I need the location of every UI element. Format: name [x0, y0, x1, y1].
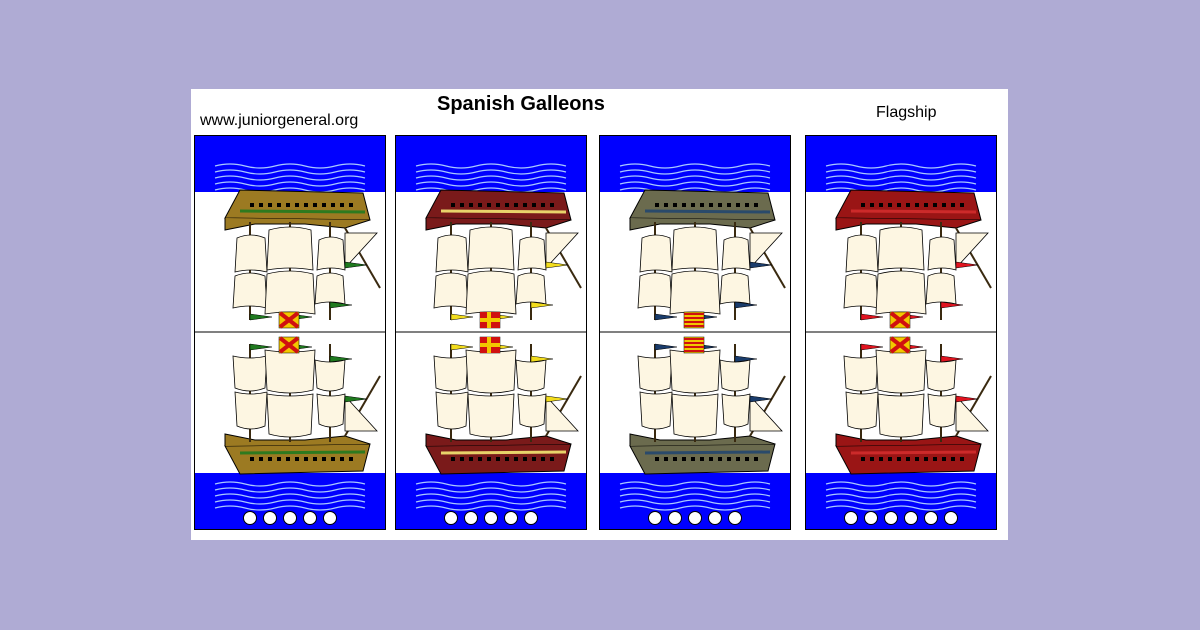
galleon-icon: [425, 343, 582, 475]
galleon-icon: [629, 343, 786, 475]
strength-marker: [688, 511, 702, 525]
strength-marker: [924, 511, 938, 525]
strength-markers: [396, 511, 586, 525]
counter-graphic: [195, 136, 385, 529]
website-label: www.juniorgeneral.org: [200, 112, 359, 129]
galleon-card-2[interactable]: [395, 135, 587, 530]
strength-marker: [323, 511, 337, 525]
strength-marker: [504, 511, 518, 525]
galleon-card-3[interactable]: [599, 135, 791, 530]
strength-markers: [806, 511, 996, 525]
waves-icon: [214, 481, 366, 511]
galleon-icon: [224, 343, 381, 475]
waves-icon: [619, 481, 771, 511]
counter-graphic: [806, 136, 996, 529]
flagship-label: Flagship: [876, 104, 937, 121]
flagship-card[interactable]: [805, 135, 997, 530]
waves-icon: [825, 163, 977, 193]
strength-marker: [263, 511, 277, 525]
strength-marker: [844, 511, 858, 525]
strength-marker: [303, 511, 317, 525]
strength-markers: [600, 511, 790, 525]
strength-marker: [283, 511, 297, 525]
galleon-icon: [425, 189, 582, 321]
waves-icon: [415, 481, 567, 511]
flag-icon: [479, 336, 501, 354]
waves-icon: [415, 163, 567, 193]
counter-graphic: [396, 136, 586, 529]
galleon-icon: [835, 343, 992, 475]
flag-icon: [278, 311, 300, 329]
strength-marker: [648, 511, 662, 525]
strength-marker: [243, 511, 257, 525]
galleon-card-1[interactable]: [194, 135, 386, 530]
strength-markers: [195, 511, 385, 525]
strength-marker: [708, 511, 722, 525]
galleon-icon: [629, 189, 786, 321]
strength-marker: [444, 511, 458, 525]
galleon-icon: [224, 189, 381, 321]
waves-icon: [214, 163, 366, 193]
strength-marker: [668, 511, 682, 525]
strength-marker: [864, 511, 878, 525]
counter-graphic: [600, 136, 790, 529]
galleon-icon: [835, 189, 992, 321]
flag-icon: [683, 311, 705, 329]
flag-icon: [889, 336, 911, 354]
strength-marker: [464, 511, 478, 525]
flag-icon: [683, 336, 705, 354]
waves-icon: [825, 481, 977, 511]
strength-marker: [904, 511, 918, 525]
waves-icon: [619, 163, 771, 193]
strength-marker: [728, 511, 742, 525]
sheet-title: Spanish Galleons: [437, 93, 605, 115]
strength-marker: [524, 511, 538, 525]
counter-sheet: www.juniorgeneral.org Spanish Galleons F…: [191, 89, 1008, 540]
flag-icon: [278, 336, 300, 354]
strength-marker: [944, 511, 958, 525]
strength-marker: [484, 511, 498, 525]
strength-marker: [884, 511, 898, 525]
flag-icon: [479, 311, 501, 329]
flag-icon: [889, 311, 911, 329]
